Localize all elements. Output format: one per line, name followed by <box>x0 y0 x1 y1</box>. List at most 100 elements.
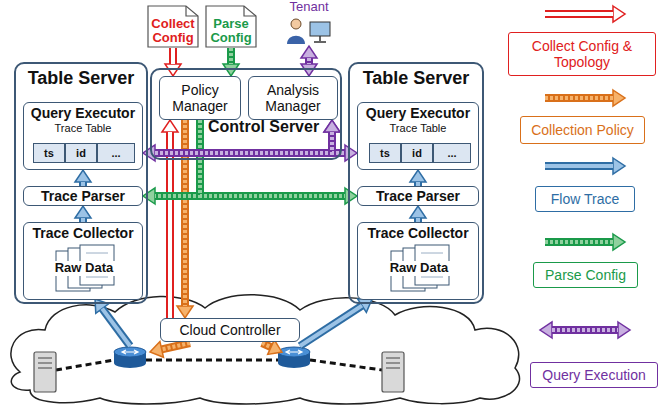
arrow-fill <box>155 120 200 196</box>
node-label: Raw Data <box>388 261 451 276</box>
link-line <box>310 360 382 370</box>
server-group: Table ServerQuery ExecutorTrace Tabletsi… <box>14 62 148 304</box>
arrow-fill <box>171 48 175 64</box>
table-cell: ts <box>369 143 401 163</box>
legend-label: Collection Policy <box>531 122 634 138</box>
arrow-fill <box>307 58 311 64</box>
arrow-fill <box>102 309 130 346</box>
arrow-outline <box>545 10 613 18</box>
node-label: id <box>76 147 86 160</box>
cloud-outline <box>11 295 520 404</box>
legend-arrow <box>552 330 618 331</box>
legend-box: Parse Config <box>533 262 638 288</box>
legend-box: Flow Trace <box>535 186 635 212</box>
arrow-outline <box>102 309 130 346</box>
flow-connector <box>231 48 232 64</box>
flow-connector <box>155 120 200 196</box>
table-cell: id <box>65 143 97 163</box>
router-arrows <box>122 350 138 354</box>
node-label: Table Server <box>363 68 470 89</box>
control-server-box: Control ServerPolicy ManagerAnalysis Man… <box>150 68 342 160</box>
controller-box: Cloud Controller <box>160 318 300 342</box>
arrow-outline <box>155 120 200 196</box>
server-body <box>34 352 56 392</box>
node-label: Collect Config <box>148 2 198 44</box>
server-icon <box>382 352 404 392</box>
legend-label: Parse Config <box>545 267 626 283</box>
arrow-outline <box>332 132 345 153</box>
node-label: id <box>412 147 422 160</box>
router-top <box>278 347 310 357</box>
network-links <box>56 360 382 370</box>
server-slots <box>386 358 400 368</box>
arrow-fill <box>262 343 271 347</box>
raw-data-icon: Raw Data <box>36 245 132 295</box>
drawing-part <box>186 6 198 16</box>
node-label: Trace Parser <box>41 188 125 204</box>
node-label: Tenant <box>289 0 328 15</box>
arrow-outline <box>169 48 177 64</box>
arrow-fill <box>229 48 233 64</box>
legend-label: Query Execution <box>542 367 646 383</box>
arrow-fill <box>162 343 190 349</box>
arrow-outline <box>545 94 613 102</box>
node-label: Trace Collector <box>367 225 468 241</box>
legend-arrow <box>545 98 613 99</box>
arrow-fill <box>552 328 618 332</box>
flow-connector <box>332 132 345 153</box>
node-label: Query Executor <box>366 105 470 121</box>
node-label: Control Server <box>208 118 319 136</box>
manager-box: Analysis Manager <box>248 76 338 120</box>
node-label: Raw Data <box>53 261 116 276</box>
collector-box: Trace CollectorRaw Data <box>357 222 479 300</box>
flow-connector <box>173 48 174 64</box>
collector-box: Trace CollectorRaw Data <box>23 222 143 300</box>
node-label: Query Executor <box>31 105 135 121</box>
legend-label: Collect Config & Topology <box>513 38 651 70</box>
router-icon <box>114 347 146 368</box>
arrow-fill <box>545 12 613 16</box>
server-icon <box>34 352 56 392</box>
flow-connector <box>309 58 310 64</box>
executor-box: Query ExecutorTrace Tabletsid... <box>23 102 143 170</box>
parser-box: Trace Parser <box>23 186 143 206</box>
drawing-part <box>244 6 256 16</box>
node-label: Parse Config <box>206 2 256 44</box>
arrow-fill <box>300 306 362 346</box>
arrow-fill <box>183 120 187 306</box>
config-document: Collect Config <box>146 2 200 48</box>
legend-box: Query Execution <box>530 362 658 388</box>
raw-data-icon: Raw Data <box>371 245 467 295</box>
node-label: Trace Parser <box>376 188 460 204</box>
node-label: ... <box>447 147 456 160</box>
arrow-outline <box>227 48 235 64</box>
legend-label: Flow Trace <box>551 191 619 207</box>
flow-connector <box>185 120 186 306</box>
tenant-user: Tenant <box>282 0 336 46</box>
node-label: Trace Collector <box>32 225 133 241</box>
drawing-part <box>310 22 330 36</box>
flow-connector <box>155 132 332 153</box>
collection-policy-arrow <box>162 343 271 349</box>
arrow-outline <box>262 343 271 347</box>
node-label: ts <box>44 147 54 160</box>
arrow-outline <box>155 132 332 153</box>
legend-box: Collect Config & Topology <box>508 32 656 76</box>
drawing-part <box>314 36 326 42</box>
arrow-outline <box>181 120 189 306</box>
arrow-fill <box>332 132 345 153</box>
node-label: ... <box>111 147 120 160</box>
router-icon <box>278 347 310 368</box>
arrow-outline <box>162 343 190 349</box>
node-label: Table Server <box>28 68 135 89</box>
node-label: Cloud Controller <box>179 322 280 338</box>
node-label: Analysis Manager <box>252 82 334 114</box>
node-sublabel: Trace Table <box>390 122 447 135</box>
table-cell: ts <box>33 143 65 163</box>
server-slots <box>38 358 52 368</box>
link-line <box>146 359 278 362</box>
arrow-fill <box>155 132 332 153</box>
arrow-outline <box>300 306 362 346</box>
link-line <box>56 360 114 370</box>
